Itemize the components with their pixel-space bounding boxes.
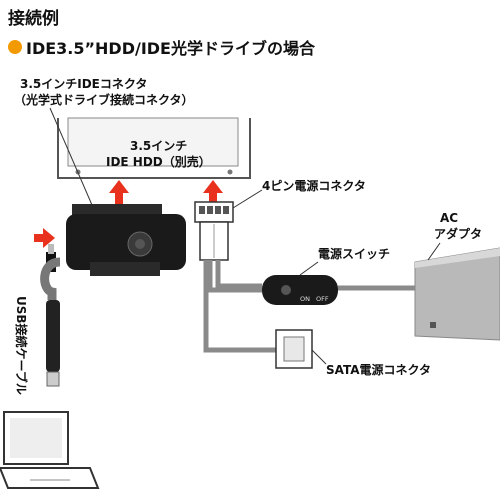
switch-label-leader <box>299 261 319 276</box>
laptop-icon <box>0 411 100 489</box>
ac-label-leader <box>427 242 441 261</box>
power-switch <box>262 275 338 305</box>
ide-connector-label-line1: 3.5インチIDEコネクタ <box>20 77 148 91</box>
ide-label-leader <box>49 107 93 206</box>
pin4-connector-label: 4ピン電源コネクタ <box>262 179 366 193</box>
ac-adapter <box>414 247 500 341</box>
right-arrow-icon <box>34 228 55 248</box>
page-subheading: IDE3.5”HDD/IDE光学ドライブの場合 <box>8 35 315 59</box>
usb-cable <box>40 244 61 387</box>
page-heading: 接続例 <box>8 9 59 29</box>
hdd-drive <box>57 117 251 179</box>
usb-cable-label: USB接続ケーブル <box>14 296 28 395</box>
ide-connector-label-line2: （光学式ドライブ接続コネクタ） <box>14 93 194 107</box>
hdd-label-line1: 3.5インチ <box>130 139 188 153</box>
ac-adapter-label-line2: アダプタ <box>434 227 483 241</box>
switch-on-label: ON <box>300 295 310 303</box>
subheading-text: IDE3.5”HDD/IDE光学ドライブの場合 <box>26 39 315 58</box>
up-arrow-icon <box>203 180 223 204</box>
switch-off-label: OFF <box>316 295 329 303</box>
bullet-icon <box>8 40 22 54</box>
ac-adapter-label-line1: AC <box>440 211 459 225</box>
up-arrow-icon <box>109 180 129 204</box>
sata-power-connector <box>275 329 313 369</box>
pin4-power-connector <box>194 201 234 261</box>
hdd-label-line2: IDE HDD（別売） <box>106 155 211 169</box>
pin4-label-leader <box>232 189 263 209</box>
power-switch-label: 電源スイッチ <box>318 247 391 261</box>
power-cables <box>203 260 415 353</box>
usb-ide-adapter <box>66 204 186 276</box>
sata-power-label: SATA電源コネクタ <box>326 363 432 377</box>
sata-label-leader <box>311 349 327 365</box>
